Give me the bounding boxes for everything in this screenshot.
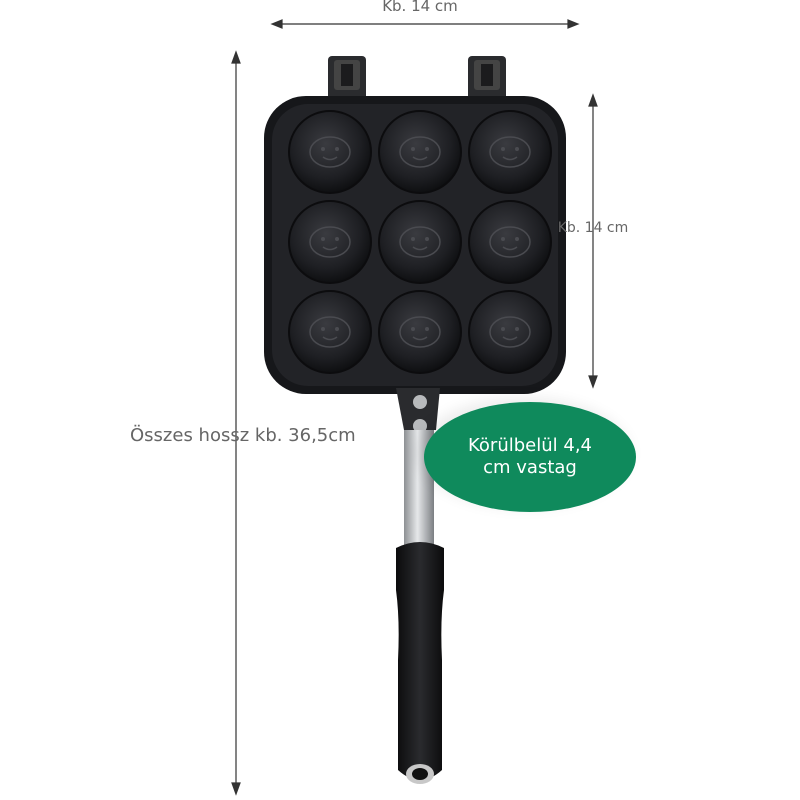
width-label: Kb. 14 cm xyxy=(382,0,458,15)
handle-grip xyxy=(396,542,444,784)
cavity-woodstock xyxy=(468,200,552,284)
cavity-snoopy xyxy=(378,200,462,284)
height-dimension-line xyxy=(588,93,598,389)
cavity-grid xyxy=(288,110,552,374)
cavity-charlie xyxy=(468,290,552,374)
handle-bracket xyxy=(396,388,440,433)
hinge-right xyxy=(468,56,506,102)
thickness-label: Körülbelül 4,4 cm vastag xyxy=(468,434,592,479)
cavity-lucy xyxy=(378,110,462,194)
cavity-woodstock xyxy=(288,200,372,284)
height-label: Kb. 14 cm xyxy=(557,220,629,236)
bolt-icon xyxy=(413,395,427,409)
hinge-left xyxy=(328,56,366,102)
bolt-icon xyxy=(413,419,427,433)
thickness-badge: Körülbelül 4,4 cm vastag xyxy=(424,402,636,512)
total-length-label: Összes hossz kb. 36,5cm xyxy=(130,425,356,446)
cavity-charlie xyxy=(288,290,372,374)
cavity-snoopy xyxy=(288,110,372,194)
cavity-lucy xyxy=(378,290,462,374)
width-dimension-line xyxy=(270,19,580,29)
cavity-snoopy xyxy=(468,110,552,194)
length-dimension-line xyxy=(231,50,241,796)
